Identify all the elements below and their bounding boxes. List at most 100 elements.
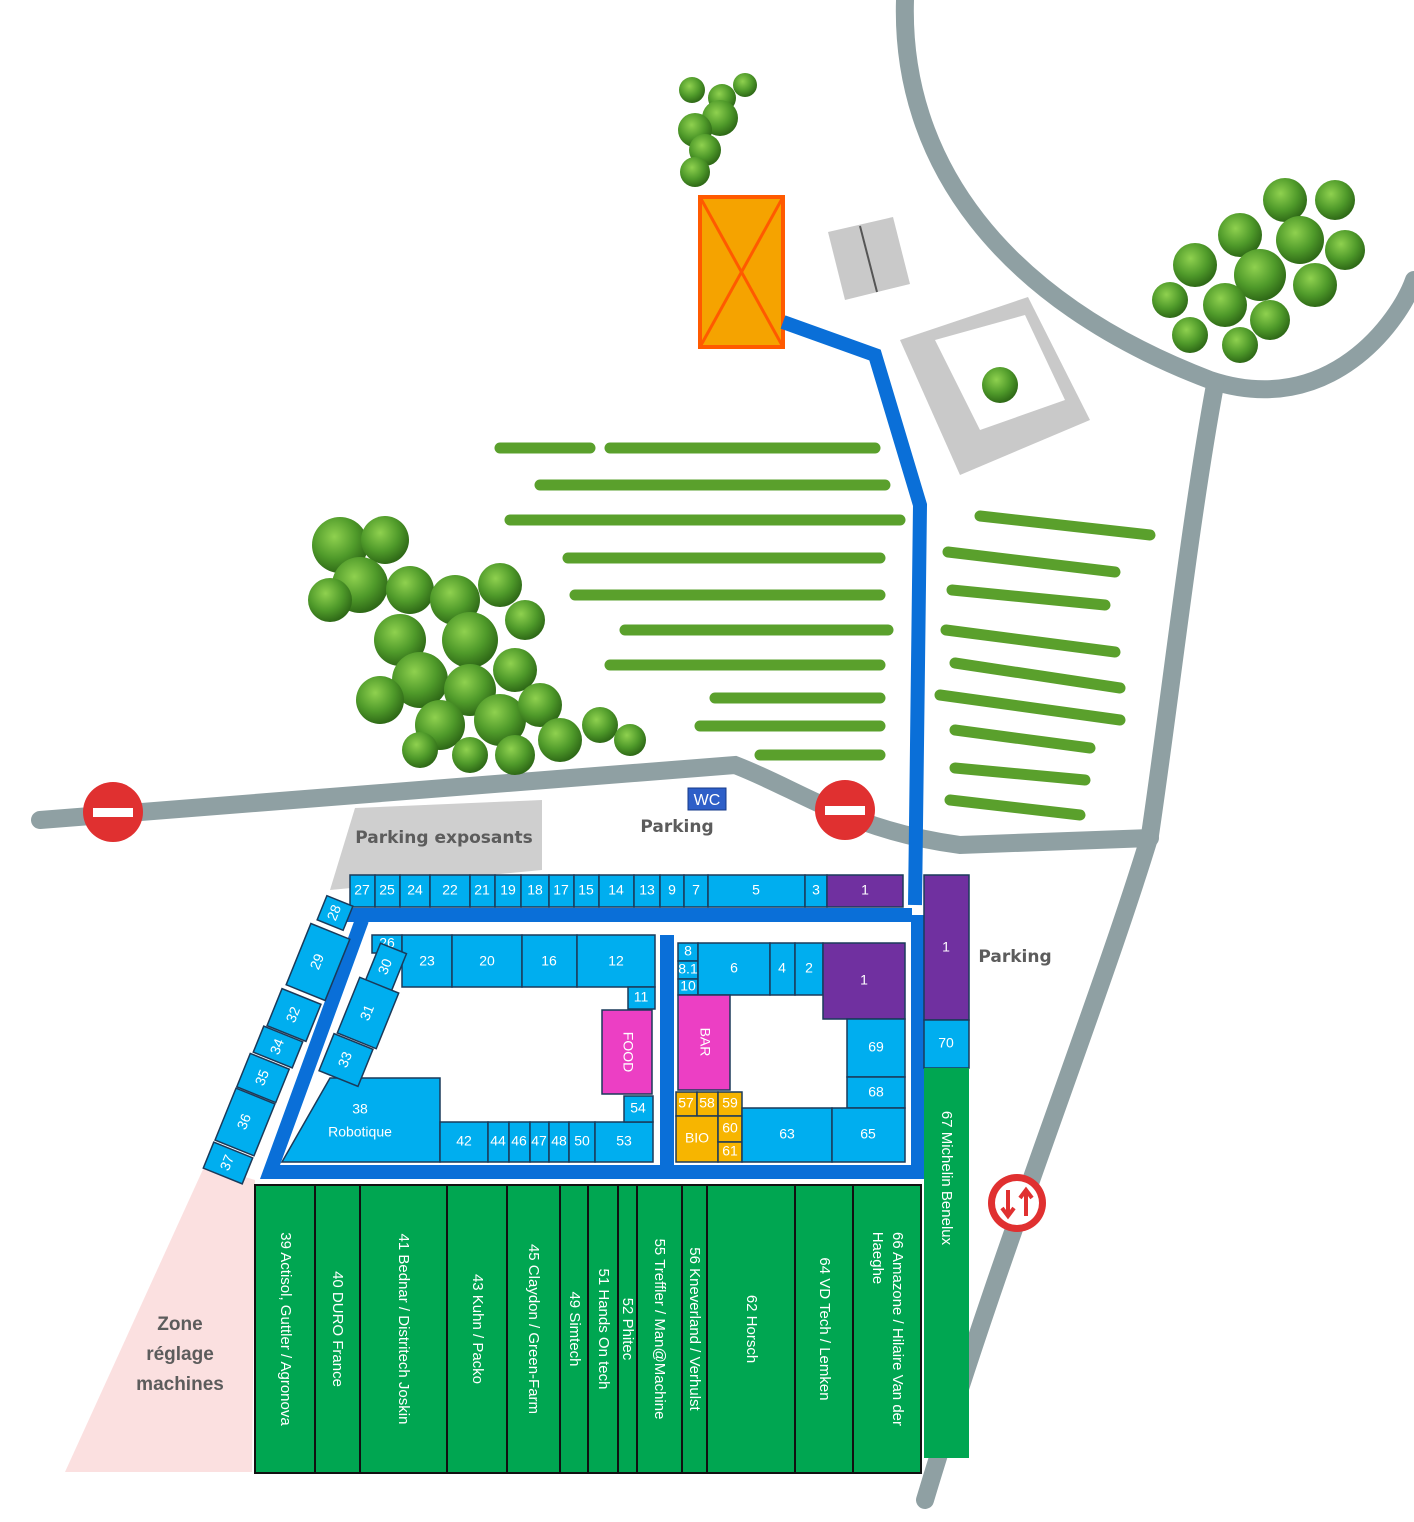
booth-32: 32: [282, 1004, 303, 1025]
road-top-loop: [895, 0, 1414, 399]
booth-29: 29: [306, 951, 327, 972]
crop-rows: [494, 442, 1156, 821]
booth-50: 50: [574, 1133, 590, 1149]
booth-34: 34: [266, 1036, 287, 1057]
two-way-traffic-icon: [988, 1174, 1046, 1232]
booth-43: 43 Kuhn / Packo: [469, 1274, 486, 1384]
booth-19: 19: [500, 882, 516, 898]
booth-5: 5: [752, 882, 760, 898]
booth-63: 63: [779, 1126, 795, 1142]
map-label: FOOD: [620, 1032, 636, 1072]
map-label: Zone: [157, 1314, 202, 1335]
booth-17: 17: [553, 882, 569, 898]
booth-bio: BIO: [685, 1130, 709, 1146]
booth-42: 42: [456, 1133, 472, 1149]
booth-36: 36: [233, 1111, 254, 1132]
zone-reglage-label: Zone réglage machines: [136, 1314, 224, 1395]
booth-28: 28: [323, 902, 344, 923]
booth-38: 38: [352, 1101, 368, 1117]
booth-59: 59: [722, 1095, 738, 1111]
parking-exposants-label: Parking exposants: [355, 828, 532, 848]
booth-49: 49 Simtech: [566, 1291, 583, 1366]
booth-70: 70: [938, 1035, 954, 1051]
booth-12: 12: [608, 953, 624, 969]
booths-green: 39 Actisol, Guttler / Agronova 40 DURO F…: [254, 1068, 969, 1474]
booth-14: 14: [608, 882, 624, 898]
booth-30: 30: [374, 956, 395, 977]
stage-area: [698, 195, 785, 349]
wc-label: WC: [694, 792, 721, 809]
booth-52: 52 Phitec: [619, 1298, 636, 1361]
booth-55: 55 Treffler / Man@Machine: [651, 1239, 668, 1420]
booth-61: 61: [722, 1143, 738, 1159]
map-label: BAR: [697, 1028, 713, 1057]
booth-41: 41 Bednar / Distritech Joskin: [395, 1234, 412, 1425]
booth-60: 60: [722, 1120, 738, 1136]
booth-3: 3: [812, 882, 820, 898]
map-label: 1: [942, 939, 950, 955]
booth-37: 37: [216, 1152, 237, 1173]
booths-inner-bottom: 38 Robotique 42 44 46 47 48 50 53 54: [280, 1077, 654, 1163]
booth-18: 18: [527, 882, 543, 898]
booth-33: 33: [334, 1049, 355, 1070]
bar-booth: [677, 994, 731, 1091]
booths-top-row: 27 25 24 22 21 19 18 17 15 14 13 9 7 5 3…: [349, 874, 904, 908]
booths-inner-top: 26 23 20 16 12 11 8 8.1 10 6 4 2 1: [371, 934, 906, 1020]
booth-69: 69: [868, 1039, 884, 1055]
booth-48: 48: [551, 1133, 567, 1149]
tree-cluster-icon: [308, 73, 1365, 775]
booths-right-inner: 69 68 63 65: [741, 1018, 906, 1163]
booth-39: 39 Actisol, Guttler / Agronova: [277, 1232, 294, 1426]
booth-16: 16: [541, 953, 557, 969]
booth-67: 67 Michelin Benelux: [938, 1111, 955, 1246]
booth-8-1: 8.1: [678, 961, 698, 977]
booths-left-diagonal: 28 29 32 34 35 36 37 30 31 33: [202, 894, 408, 1185]
parking-top-label: Parking: [640, 817, 713, 837]
booth-31: 31: [356, 1002, 377, 1023]
booth-46: 46: [511, 1133, 527, 1149]
booth-2: 2: [805, 960, 813, 976]
booth-53: 53: [616, 1133, 632, 1149]
booths-gold: 57 58 59 BIO 60 61: [675, 1091, 743, 1163]
booth-45: 45 Claydon / Green-Farm: [525, 1244, 542, 1414]
booth-13: 13: [639, 882, 655, 898]
booth-58: 58: [699, 1095, 715, 1111]
booth-15: 15: [578, 882, 594, 898]
booth-23: 23: [419, 953, 435, 969]
booth-47: 47: [531, 1133, 547, 1149]
booth-27: 27: [354, 882, 370, 898]
booth-62: 62 Horsch: [743, 1295, 760, 1363]
booth-24: 24: [407, 882, 423, 898]
booth-66: 66 Amazone / Hilaire Van der: [889, 1232, 906, 1426]
parking-right-label: Parking: [978, 947, 1051, 967]
booth-66-line2: Haeghe: [869, 1232, 886, 1285]
booth-4: 4: [778, 960, 786, 976]
booth-64: 64 VD Tech / Lemken: [816, 1257, 833, 1400]
booth-38-robotique: Robotique: [328, 1124, 392, 1140]
booth-35: 35: [251, 1067, 272, 1088]
no-entry-sign-icon: [83, 782, 143, 842]
booth-57: 57: [678, 1095, 694, 1111]
booth-6: 6: [730, 960, 738, 976]
walking-path: [259, 315, 928, 1179]
booth-9: 9: [668, 882, 676, 898]
wc-sign: [687, 787, 727, 811]
road-right-vertical: [916, 376, 1224, 1509]
no-entry-sign-icon: [815, 780, 875, 840]
booth-22: 22: [442, 882, 458, 898]
booth-56: 56 Kneverland / Verhulst: [686, 1247, 703, 1411]
booth-20: 20: [479, 953, 495, 969]
parking-exposants-area: [330, 800, 542, 890]
booth-68: 68: [868, 1084, 884, 1100]
booth-7: 7: [692, 882, 700, 898]
booth-10: 10: [680, 978, 696, 994]
booth-51: 51 Hands On tech: [595, 1269, 612, 1390]
booth-44: 44: [490, 1133, 506, 1149]
map-label: réglage: [146, 1344, 214, 1365]
booth-1-big: [923, 874, 970, 1021]
zone-reglage-area: [65, 1165, 255, 1472]
map-label: machines: [136, 1374, 224, 1395]
food-booth: [601, 1009, 653, 1095]
booth-1-top: 1: [861, 882, 869, 898]
